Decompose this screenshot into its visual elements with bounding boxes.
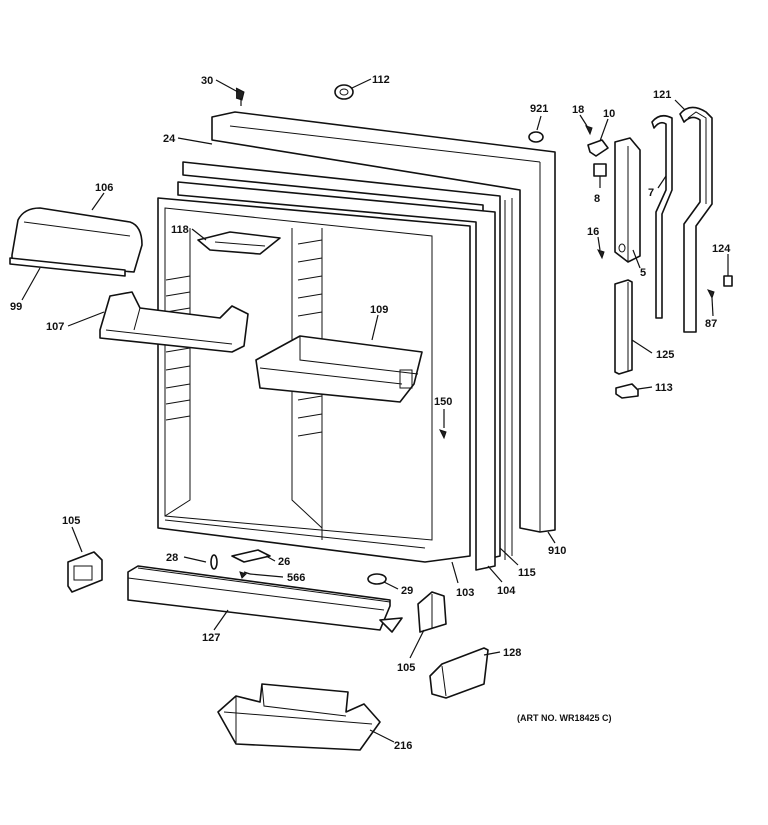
part-921-cap <box>528 131 544 143</box>
part-16-screw <box>597 249 605 260</box>
part-109-shelf-bin <box>255 335 423 403</box>
part-128-cover <box>429 647 489 699</box>
part-28-pin <box>210 554 218 570</box>
leader-lines <box>21 78 729 743</box>
callout-112: 112 <box>372 74 390 86</box>
callout-8: 8 <box>594 193 600 205</box>
callout-106: 106 <box>95 182 113 194</box>
callout-labels: 30 112 921 18 10 121 24 106 99 118 107 1… <box>10 74 731 752</box>
callout-121: 121 <box>653 89 671 101</box>
part-216-bin <box>217 683 381 751</box>
callout-921: 921 <box>530 103 548 115</box>
callout-128: 128 <box>503 647 521 659</box>
part-5-hinge <box>614 137 641 263</box>
callout-26: 26 <box>278 556 290 568</box>
part-127-rail <box>127 565 403 633</box>
part-566-screw <box>239 571 251 579</box>
callout-99: 99 <box>10 301 22 313</box>
callout-150: 150 <box>434 396 452 408</box>
callout-109: 109 <box>370 304 388 316</box>
part-30-screw <box>235 87 245 106</box>
part-10-clip <box>587 139 609 157</box>
part-18-screw <box>585 125 593 136</box>
callout-5: 5 <box>640 267 646 279</box>
part-124-clip <box>723 275 733 287</box>
callout-124: 124 <box>712 243 731 255</box>
part-150-screw <box>439 429 447 440</box>
part-107-door-bin <box>99 291 249 353</box>
part-118-tray <box>197 231 281 255</box>
part-105-end-cap-left <box>67 551 103 593</box>
callout-87: 87 <box>705 318 717 330</box>
callout-113: 113 <box>655 382 673 394</box>
part-7-handle-rod <box>651 114 673 319</box>
callout-107: 107 <box>46 321 64 333</box>
part-26-plate <box>231 549 271 563</box>
callout-216: 216 <box>394 740 412 752</box>
callout-24: 24 <box>163 133 176 145</box>
callout-566: 566 <box>287 572 305 584</box>
callout-118: 118 <box>171 224 189 236</box>
callout-127: 127 <box>202 632 220 644</box>
callout-7: 7 <box>648 187 654 199</box>
art-number: (ART NO. WR18425 C) <box>517 713 612 723</box>
part-105-end-cap-right <box>417 591 447 633</box>
door-gasket <box>177 161 513 571</box>
callout-105-right: 105 <box>397 662 415 674</box>
callout-16: 16 <box>587 226 599 238</box>
callout-28: 28 <box>166 552 178 564</box>
callout-103: 103 <box>456 587 474 599</box>
part-121-handle-rod <box>679 106 713 333</box>
callout-125: 125 <box>656 349 674 361</box>
callout-10: 10 <box>603 108 615 120</box>
part-106-dairy-door <box>9 207 143 277</box>
part-8-bushing <box>593 163 607 177</box>
callout-104: 104 <box>497 585 516 597</box>
callout-910: 910 <box>548 545 566 557</box>
callout-29: 29 <box>401 585 413 597</box>
part-29-button <box>367 573 387 585</box>
callout-30: 30 <box>201 75 213 87</box>
callout-105-left: 105 <box>62 515 80 527</box>
callout-18: 18 <box>572 104 584 116</box>
outer-door-panel <box>211 111 556 533</box>
part-113-block <box>615 383 639 399</box>
part-87-screw <box>707 289 715 300</box>
callout-115: 115 <box>518 567 536 579</box>
part-112-plug <box>334 84 354 100</box>
part-125-support-bar <box>614 279 633 375</box>
